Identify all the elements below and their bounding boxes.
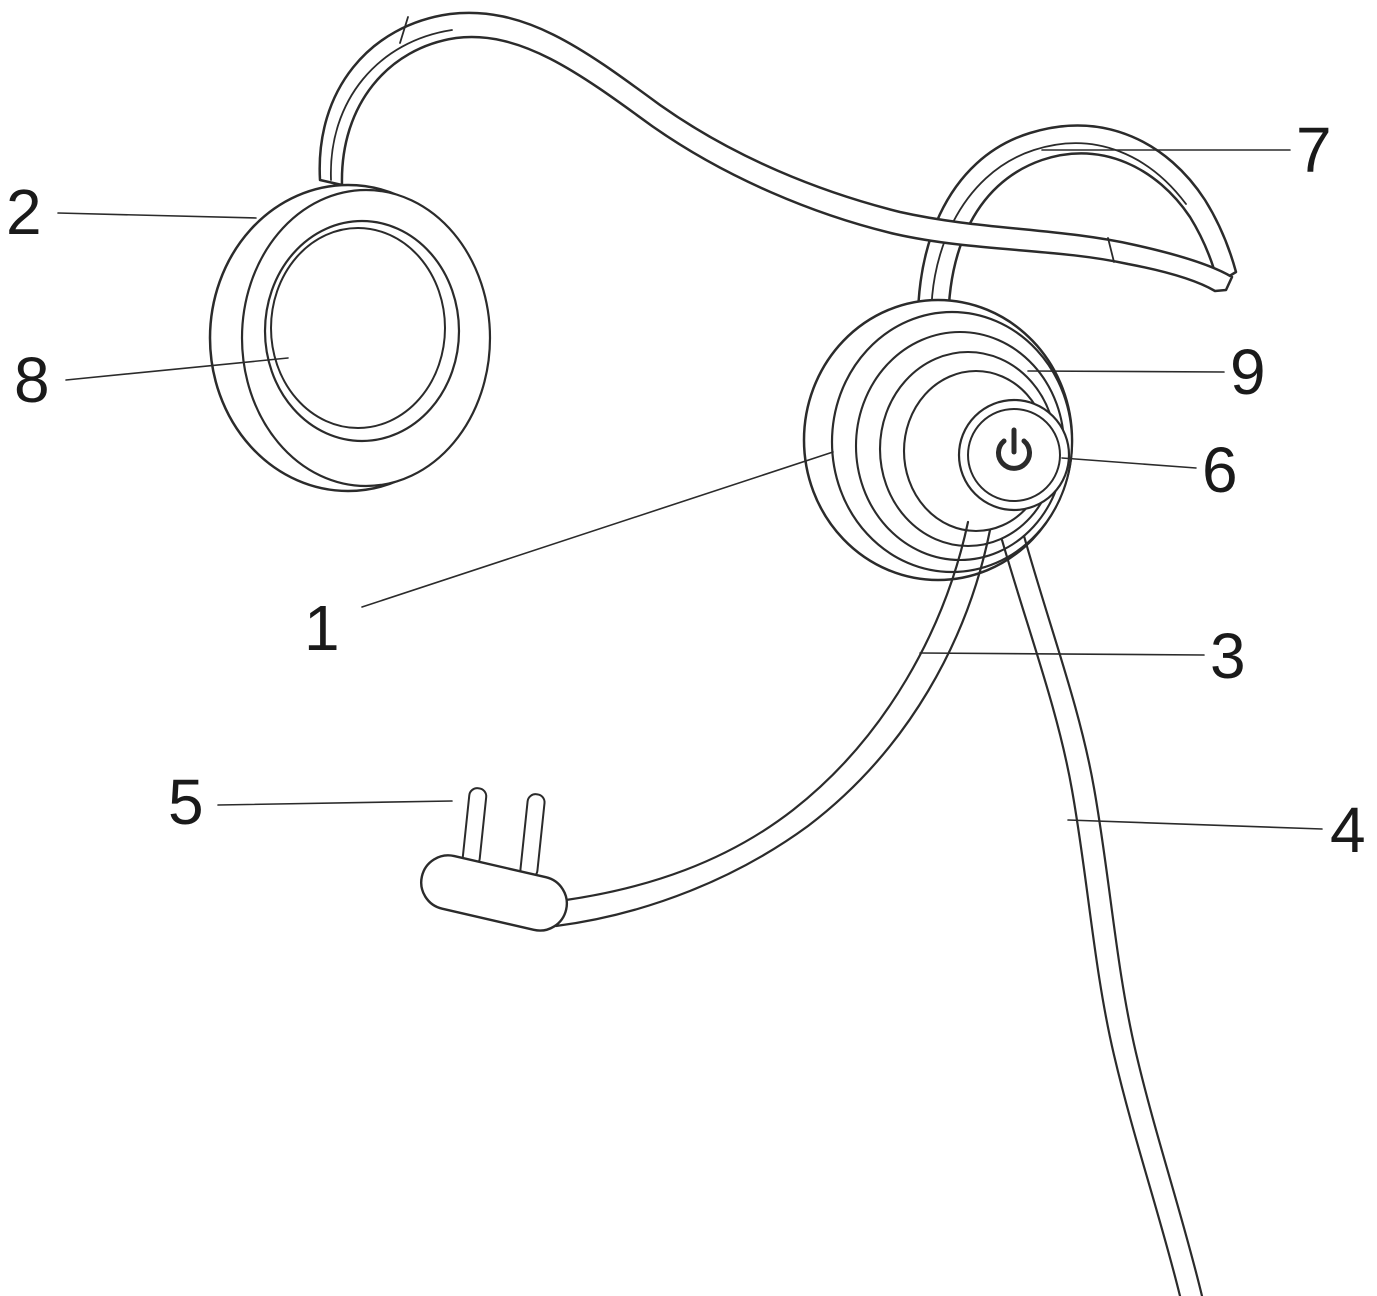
part-label-3: 3 — [1210, 620, 1246, 692]
leader-line-3 — [919, 652, 1205, 656]
leader-line-4 — [1067, 819, 1323, 830]
part-label-6: 6 — [1202, 434, 1238, 506]
part-label-7: 7 — [1296, 114, 1332, 186]
leader-line-6 — [1061, 457, 1197, 469]
power-button — [957, 398, 1071, 512]
power-icon — [996, 427, 1032, 471]
leader-line-5 — [217, 800, 453, 806]
part-label-4: 4 — [1330, 794, 1366, 866]
power-button-inner — [967, 408, 1061, 502]
nasal-cannula — [420, 787, 569, 932]
left-earpiece — [208, 183, 492, 493]
ear-hook-outline — [916, 124, 1238, 362]
part-label-1: 1 — [304, 592, 340, 664]
leader-lines — [57, 149, 1323, 830]
leader-line-1 — [361, 451, 834, 608]
neckband-seam-left — [399, 16, 409, 44]
cable-edge-2 — [1022, 534, 1204, 1296]
leader-line-8 — [65, 357, 289, 381]
breathing-tube-edge-1 — [564, 520, 970, 902]
neckband — [318, 11, 1234, 293]
cannula-prong-2 — [519, 793, 546, 879]
left-earpiece-pad-inner — [270, 227, 446, 429]
cable — [1000, 534, 1204, 1296]
ear-hook-inner-line — [930, 142, 1187, 333]
left-earpiece-pad-outer — [263, 219, 461, 443]
neckband-inner-line — [330, 29, 453, 181]
neckband-seam-right — [1107, 237, 1115, 263]
leader-line-2 — [57, 212, 257, 219]
leader-line-9 — [1027, 370, 1225, 373]
cannula-prong-1 — [461, 787, 488, 867]
ear-hook — [916, 124, 1238, 362]
cannula-body — [420, 854, 569, 932]
part-label-5: 5 — [168, 766, 204, 838]
part-label-2: 2 — [6, 176, 42, 248]
breathing-tube-edge-2 — [554, 528, 992, 928]
part-label-8: 8 — [14, 344, 50, 416]
part-label-9: 9 — [1230, 336, 1266, 408]
breathing-tube — [554, 520, 992, 928]
cable-edge-1 — [1000, 538, 1182, 1296]
power-button-outer — [957, 398, 1071, 512]
neckband-outline — [318, 11, 1234, 293]
